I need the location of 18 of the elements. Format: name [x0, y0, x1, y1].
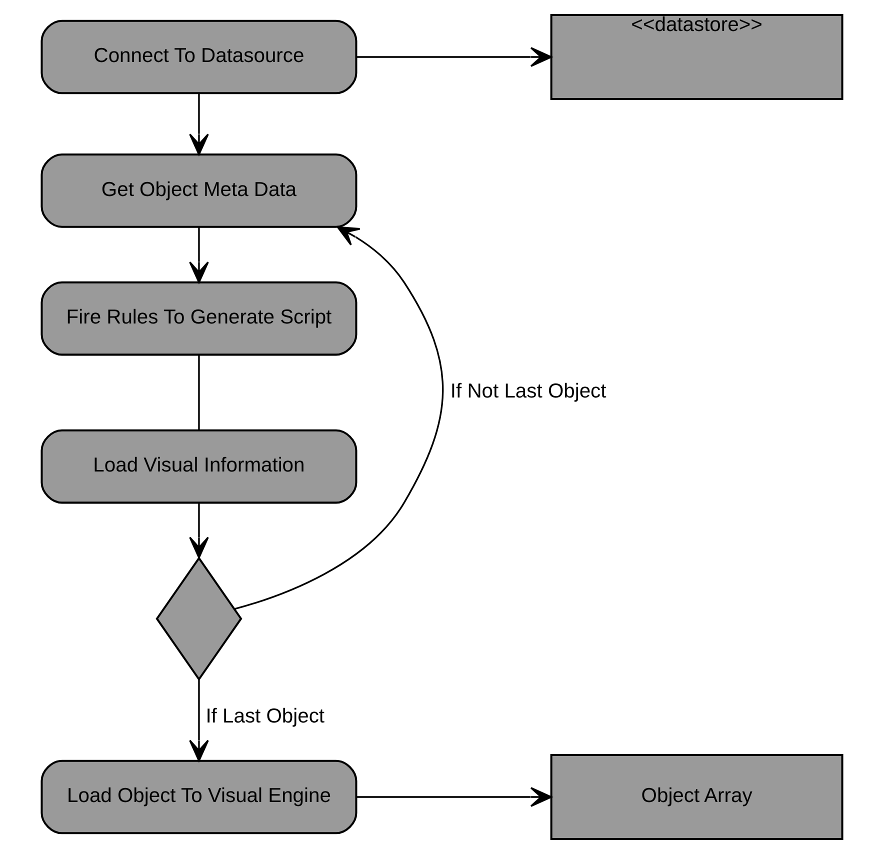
edge-label: If Last Object [205, 705, 324, 728]
node-box: <<datastore>> [550, 14, 843, 100]
node-box: Load Object To Visual Engine [40, 760, 357, 834]
arrow [234, 226, 444, 610]
arrow [188, 502, 208, 558]
edge-label: If Not Last Object [450, 380, 606, 403]
arrow [356, 787, 552, 807]
connector [198, 355, 200, 430]
arrow [188, 227, 208, 284]
arrow [356, 47, 552, 67]
node-box: Get Object Meta Data [40, 154, 357, 228]
node-box: Object Array [550, 754, 843, 840]
node-diamond [155, 556, 242, 682]
node-box: Load Visual Information [40, 429, 357, 504]
node-box: Fire Rules To Generate Script [40, 281, 357, 356]
arrow [188, 94, 208, 156]
node-box: Connect To Datasource [40, 20, 357, 94]
arrow [188, 680, 208, 762]
